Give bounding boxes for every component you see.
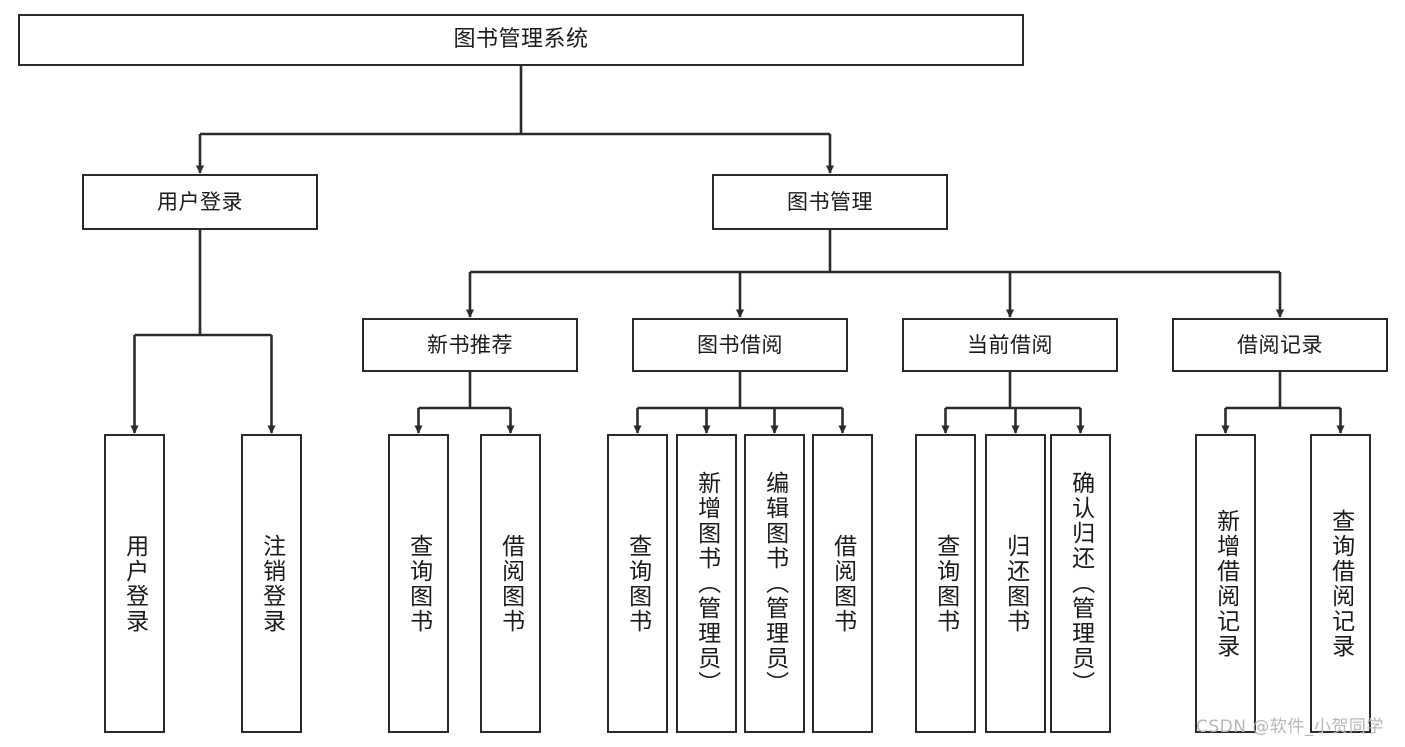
leaf-query-books-3[interactable]: 查询图书 — [915, 434, 976, 733]
leaf-add-borrow-record[interactable]: 新增借阅记录 — [1195, 434, 1256, 733]
leaf-borrow-books-2[interactable]: 借阅图书 — [812, 434, 873, 733]
leaf-logout[interactable]: 注销登录 — [241, 434, 302, 733]
leaf-confirm-return-admin[interactable]: 确认归还（管理员） — [1050, 434, 1111, 733]
node-root-library-system[interactable]: 图书管理系统 — [18, 14, 1024, 66]
leaf-query-books-2[interactable]: 查询图书 — [607, 434, 668, 733]
node-label: 查询图书 — [405, 533, 432, 634]
node-book-management[interactable]: 图书管理 — [712, 174, 948, 230]
node-user-login[interactable]: 用户登录 — [82, 174, 318, 230]
leaf-user-login[interactable]: 用户登录 — [104, 434, 165, 733]
node-label: 用户登录 — [121, 533, 148, 634]
node-label: 借阅记录 — [1237, 332, 1323, 357]
node-label: 归还图书 — [1002, 533, 1029, 634]
leaf-query-books-1[interactable]: 查询图书 — [388, 434, 449, 733]
csdn-watermark: CSDN @软件_小贺同学 — [1196, 717, 1384, 737]
node-label: 图书管理系统 — [453, 27, 589, 53]
node-label: 新书推荐 — [427, 332, 513, 357]
node-borrow-records[interactable]: 借阅记录 — [1172, 318, 1388, 372]
node-label: 查询图书 — [932, 533, 959, 634]
node-label: 查询图书 — [624, 533, 651, 634]
node-book-borrow[interactable]: 图书借阅 — [632, 318, 848, 372]
node-new-book-recommend[interactable]: 新书推荐 — [362, 318, 578, 372]
node-label: 编辑图书（管理员） — [761, 471, 788, 696]
node-current-borrow[interactable]: 当前借阅 — [902, 318, 1118, 372]
node-label: 查询借阅记录 — [1327, 508, 1354, 659]
leaf-query-borrow-record[interactable]: 查询借阅记录 — [1310, 434, 1371, 733]
node-label: 新增借阅记录 — [1212, 508, 1239, 659]
node-label: 注销登录 — [258, 533, 285, 634]
leaf-edit-book-admin[interactable]: 编辑图书（管理员） — [744, 434, 805, 733]
leaf-return-books[interactable]: 归还图书 — [985, 434, 1046, 733]
leaf-add-book-admin[interactable]: 新增图书（管理员） — [676, 434, 737, 733]
leaf-borrow-books-1[interactable]: 借阅图书 — [480, 434, 541, 733]
node-label: 借阅图书 — [829, 533, 856, 634]
node-label: 当前借阅 — [967, 332, 1053, 357]
node-label: 图书管理 — [787, 189, 873, 214]
node-label: 确认归还（管理员） — [1067, 471, 1094, 696]
node-label: 用户登录 — [157, 189, 243, 214]
node-label: 新增图书（管理员） — [693, 471, 720, 696]
node-label: 图书借阅 — [697, 332, 783, 357]
node-label: 借阅图书 — [497, 533, 524, 634]
